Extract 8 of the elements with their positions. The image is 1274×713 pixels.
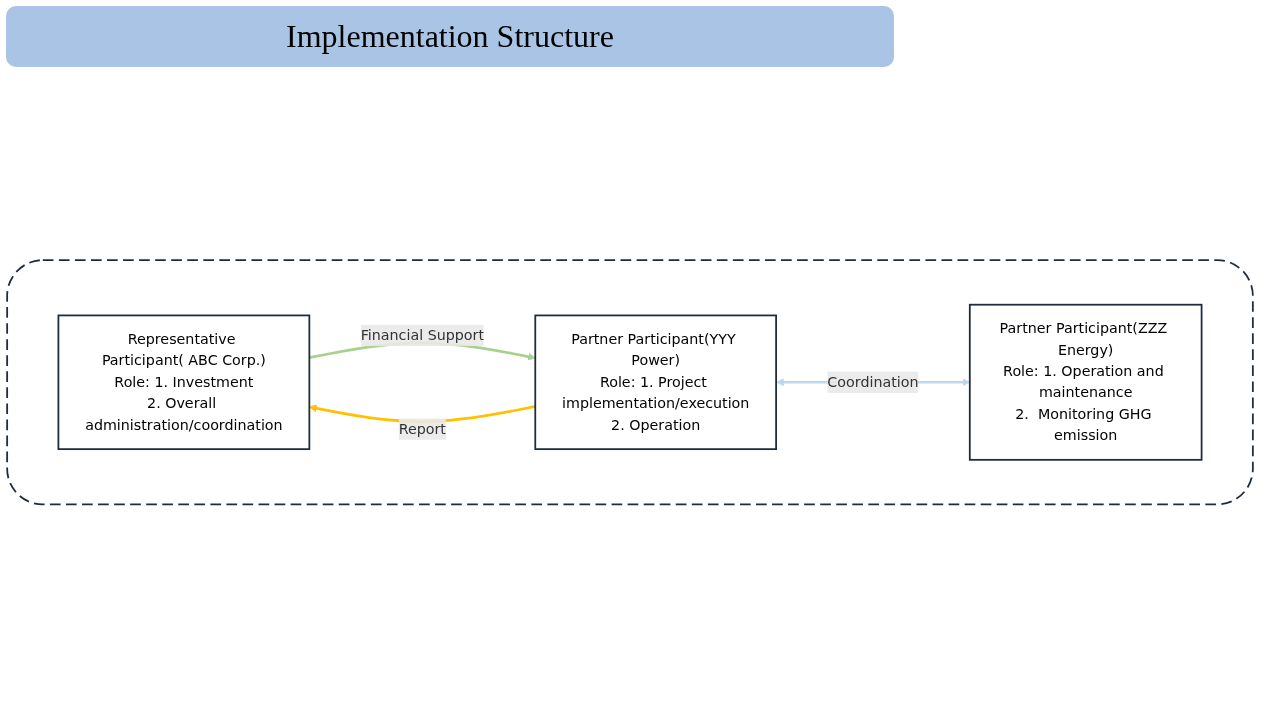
cluster (6, 258, 1254, 505)
edge-label: Coordination (827, 373, 919, 391)
node-box: Representative Participant( ABC Corp.) Role: 1. Investment 2. Overall administration/coordination (57, 314, 311, 450)
edge-label: Report (398, 419, 446, 437)
node-box: Partner Participant(YYY Power) Role: 1. Project implementation/execution 2. Operation (534, 314, 777, 450)
node-box: Partner Participant(ZZZ Energy) Role: 1. Operation and maintenance 2. Monitoring GHG emission (968, 303, 1203, 461)
title-banner: Implementation Structure (6, 6, 894, 67)
edge-label: Financial Support (360, 326, 485, 344)
